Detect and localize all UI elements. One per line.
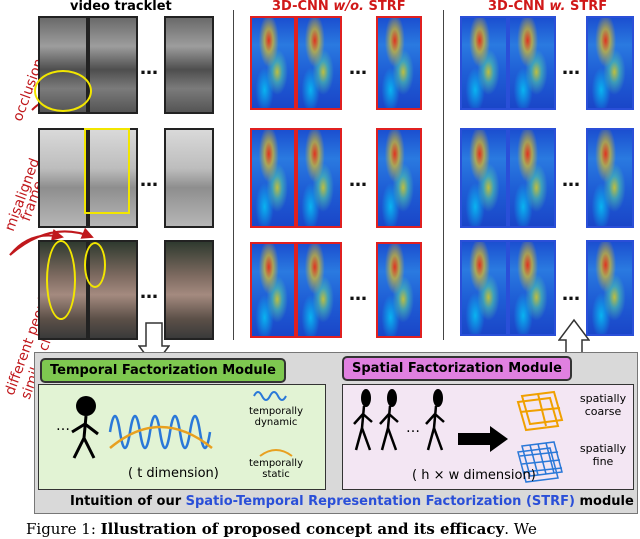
intuition-caption: Intuition of our Spatio-Temporal Represe…	[70, 494, 634, 509]
right-arrow-icon	[458, 426, 508, 452]
clothing-highlight	[46, 240, 76, 320]
attention-heatmap	[250, 16, 296, 110]
attention-heatmap	[376, 242, 422, 338]
figure-caption: Figure 1: Illustration of proposed conce…	[26, 520, 537, 538]
tracklet-frame	[38, 128, 88, 228]
video-tracklet-header: video tracklet	[70, 0, 172, 14]
tracklet-frame	[164, 16, 214, 114]
attention-heatmap	[586, 16, 634, 110]
occlusion-highlight	[34, 70, 92, 112]
attention-heatmap	[586, 240, 634, 336]
ellipsis: …	[562, 284, 580, 305]
attention-heatmap	[296, 16, 342, 110]
temporal-dots: …	[56, 418, 70, 434]
ellipsis: …	[349, 58, 367, 79]
attention-heatmap	[586, 128, 634, 228]
misalignment-highlight	[84, 128, 130, 214]
attention-heatmap	[296, 128, 342, 228]
ellipsis: …	[349, 284, 367, 305]
attention-heatmap	[460, 16, 508, 110]
spatial-dots: …	[406, 420, 420, 436]
attention-heatmap	[508, 240, 556, 336]
ellipsis: …	[349, 170, 367, 191]
ellipsis: …	[562, 58, 580, 79]
temporal-wave-plot	[108, 414, 213, 450]
ellipsis: …	[562, 170, 580, 191]
spatial-dimension-label: ( h × w dimension)	[412, 468, 536, 483]
attention-heatmap	[250, 242, 296, 338]
column-divider	[233, 10, 234, 340]
fine-grid-icon	[517, 441, 563, 483]
column-divider	[443, 10, 444, 340]
attention-heatmap	[250, 128, 296, 228]
attention-heatmap	[508, 128, 556, 228]
dynamic-wave-icon	[253, 391, 287, 401]
cnn-without-strf-header: 3D-CNN w/o. STRF	[272, 0, 406, 14]
attention-heatmap	[296, 242, 342, 338]
ellipsis: …	[140, 282, 158, 303]
attention-heatmap	[460, 240, 508, 336]
clothing-arrows	[9, 227, 94, 256]
clothing-highlight	[84, 242, 106, 288]
stick-figure-icon	[71, 396, 99, 459]
ellipsis: …	[140, 170, 158, 191]
attention-heatmap	[460, 128, 508, 228]
attention-heatmap	[376, 128, 422, 228]
attention-heatmap	[376, 16, 422, 110]
temporal-module-title: Temporal Factorization Module	[40, 358, 286, 383]
tracklet-frame	[88, 16, 138, 114]
tracklet-frame	[88, 240, 138, 340]
temporal-dimension-label: ( t dimension)	[128, 466, 219, 481]
attention-heatmap	[508, 16, 556, 110]
static-wave-icon	[259, 449, 293, 457]
tracklet-frame	[164, 128, 214, 228]
tracklet-frame	[164, 240, 214, 340]
coarse-grid-icon	[516, 390, 564, 432]
ellipsis: …	[140, 58, 158, 79]
cnn-with-strf-header: 3D-CNN w. STRF	[488, 0, 608, 14]
stick-figures-icon	[353, 389, 445, 451]
spatial-module-title: Spatial Factorization Module	[342, 356, 572, 381]
